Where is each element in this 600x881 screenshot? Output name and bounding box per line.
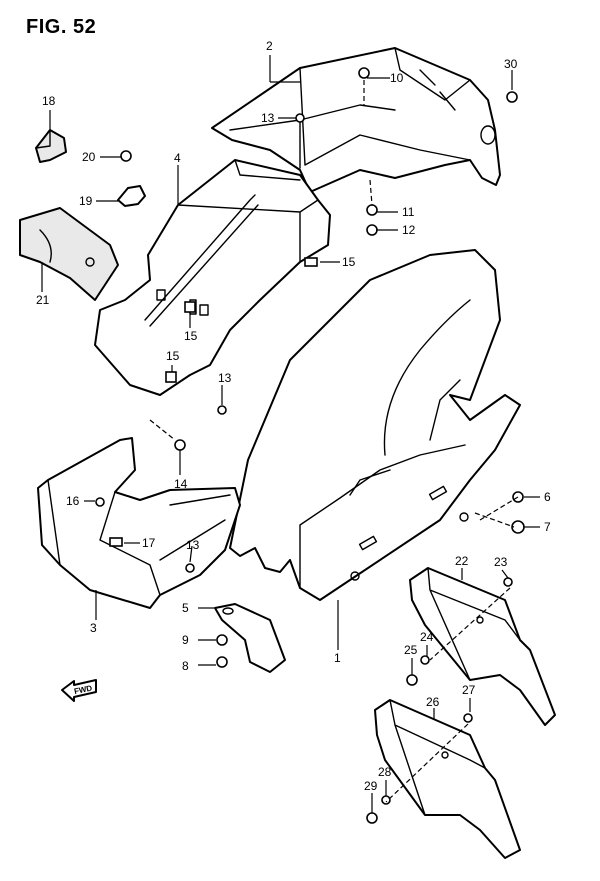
part-4-inner-panel: [94, 159, 331, 396]
callout-15-right: 15: [342, 255, 356, 269]
callout-19: 19: [79, 194, 93, 208]
part-22-side-plate: [409, 567, 556, 726]
callout-27: 27: [462, 683, 476, 697]
callout-26: 26: [426, 695, 440, 709]
callout-14: 14: [174, 477, 188, 491]
callout-25: 25: [404, 643, 418, 657]
callout-29: 29: [364, 779, 378, 793]
part-2-upper-housing: [211, 47, 501, 193]
part-3-lower-panel: [37, 437, 241, 609]
callouts: 2 10 30 18 13 20 4 19 11 12 15 21 15 15 …: [36, 39, 551, 793]
part-1-rear-fender: [229, 249, 521, 601]
figure-title: FIG. 52: [26, 16, 97, 38]
part-5-bracket: [214, 603, 286, 673]
leader-lines: [41, 55, 540, 813]
callout-9: 9: [182, 633, 189, 647]
callout-30: 30: [504, 57, 518, 71]
callout-5: 5: [182, 601, 189, 615]
callout-22: 22: [455, 554, 469, 568]
callout-23: 23: [494, 555, 508, 569]
callout-17: 17: [142, 536, 156, 550]
callout-8: 8: [182, 659, 189, 673]
callout-15-low: 15: [166, 349, 180, 363]
callout-13-top: 13: [261, 111, 275, 125]
callout-3: 3: [90, 621, 97, 635]
callout-13-mid: 13: [218, 371, 232, 385]
callout-6: 6: [544, 490, 551, 504]
callout-21: 21: [36, 293, 50, 307]
callout-10: 10: [390, 71, 404, 85]
callout-4: 4: [174, 151, 181, 165]
callout-12: 12: [402, 223, 416, 237]
callout-11: 11: [402, 205, 415, 219]
part-26-side-plate: [374, 699, 521, 859]
callout-16: 16: [66, 494, 80, 508]
callout-1: 1: [334, 651, 341, 665]
callout-13-low: 13: [186, 538, 200, 552]
callout-15-mid: 15: [184, 329, 198, 343]
callout-7: 7: [544, 520, 551, 534]
fwd-arrow-icon: FWD: [61, 679, 97, 702]
callout-18: 18: [42, 94, 56, 108]
callout-2: 2: [266, 39, 273, 53]
part-19-clip: [117, 185, 146, 207]
part-21-cover: [19, 207, 119, 301]
callout-28: 28: [378, 765, 392, 779]
fwd-label: FWD: [73, 684, 93, 697]
part-18-clip: [35, 129, 67, 163]
callout-20: 20: [82, 150, 96, 164]
callout-24: 24: [420, 630, 434, 644]
